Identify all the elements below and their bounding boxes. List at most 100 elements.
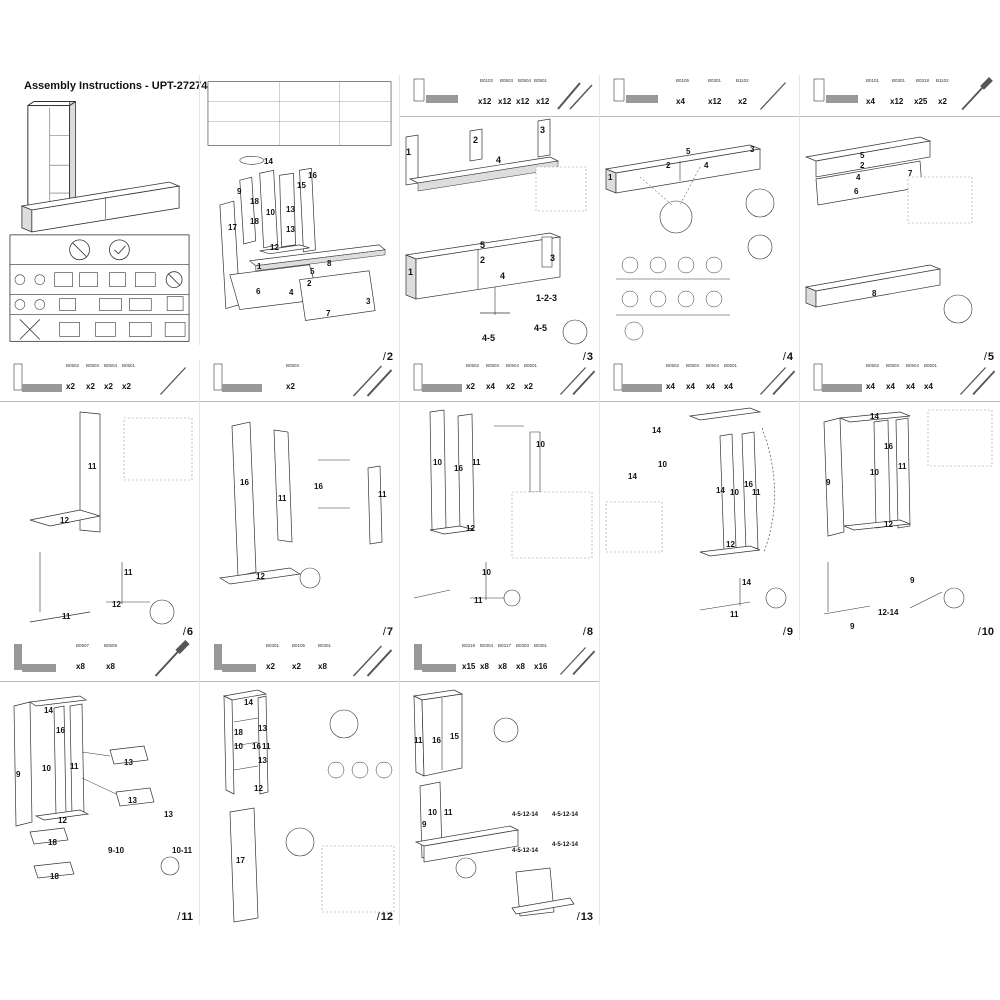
- hardware-count: x2: [286, 382, 295, 391]
- step-number: 9: [783, 626, 793, 638]
- hardware-count: x2: [266, 662, 275, 671]
- hardware-count: x4: [676, 97, 685, 106]
- part-label: 4: [289, 288, 294, 297]
- part-label: 10: [482, 568, 491, 577]
- step-panel-6: B0502 B0503 B0504 B0501 x2 x2 x2 x2 11 1…: [0, 360, 200, 640]
- hardware-code: B0301: [708, 78, 722, 83]
- part-label: 5: [310, 267, 315, 276]
- part-label: 9: [850, 622, 855, 631]
- part-label: 9-10: [108, 846, 125, 855]
- hardware-code: B0301: [266, 643, 280, 648]
- part-label: 5: [860, 151, 865, 160]
- hardware-code: B0503: [500, 78, 514, 83]
- part-label: 1: [257, 262, 262, 271]
- hardware-count: x4: [724, 382, 733, 391]
- part-label: 14: [742, 578, 751, 587]
- part-label: 3: [750, 145, 755, 154]
- part-label: 3: [550, 253, 556, 263]
- hardware-code: B0502: [666, 363, 680, 368]
- part-label: 5: [686, 147, 691, 156]
- part-label: 17: [228, 223, 237, 232]
- hardware-code: B0507: [76, 643, 90, 648]
- part-label: 12: [270, 243, 279, 252]
- hardware-count: x16: [534, 662, 548, 671]
- part-label: 16: [308, 171, 317, 180]
- part-label: 11: [752, 488, 761, 497]
- hammer-icon: [961, 77, 993, 111]
- hardware-code: B0318: [916, 78, 930, 83]
- hardware-count: x2: [524, 382, 533, 391]
- part-label: 18: [234, 728, 243, 737]
- hardware-code: B0304: [480, 643, 494, 648]
- part-label: 14: [652, 426, 661, 435]
- screwdriver-icon: [559, 367, 596, 396]
- hardware-count: x12: [516, 97, 530, 106]
- part-label: 11: [444, 808, 453, 817]
- part-label: 1: [408, 267, 414, 277]
- part-label: 18: [250, 217, 259, 226]
- part-label: 12: [884, 520, 893, 529]
- part-label: 12: [60, 516, 69, 525]
- step-number: 13: [577, 911, 593, 923]
- cabinet-thumb-icon: [413, 363, 462, 392]
- hardware-code: B0503: [86, 363, 100, 368]
- hardware-code: B0504: [506, 363, 520, 368]
- hardware-count: x4: [666, 382, 675, 391]
- part-label: 11: [262, 742, 271, 751]
- step-panel-5: B0101 B0301 B0318 B1102 x4 x12 x25 x2 5 …: [800, 75, 1000, 365]
- hardware-header: B0502 B0503 B0504 B0501 x2 x2 x2 x2: [0, 360, 199, 402]
- hardware-header: B0507 B0509 x8 x8: [0, 640, 199, 682]
- step-10-drawing: [823, 409, 993, 615]
- part-label: 16: [744, 480, 753, 489]
- hardware-code: B0503: [286, 363, 300, 368]
- step-panel-10: B0502 B0503 B0504 B0501 x4 x4 x4 x4 14 9…: [800, 360, 1000, 640]
- part-label: 8: [872, 289, 877, 298]
- part-label: 10: [428, 808, 437, 817]
- screwdriver-icon: [959, 367, 996, 396]
- part-label: 14: [244, 698, 253, 707]
- part-label: 16: [432, 736, 441, 745]
- hardware-code: B0504: [518, 78, 532, 83]
- part-label: 16: [454, 464, 463, 473]
- part-label: 4: [500, 271, 506, 281]
- hardware-count: x2: [506, 382, 515, 391]
- part-label: 12: [466, 524, 475, 533]
- step-2-drawing: [207, 81, 392, 321]
- cabinet-thumb-icon: [14, 644, 56, 672]
- hardware-code: B1102: [736, 78, 749, 83]
- hardware-count: x2: [122, 382, 131, 391]
- step-number: 6: [183, 626, 193, 638]
- step-12-drawing: [222, 689, 395, 923]
- step-13-drawing: [412, 689, 575, 917]
- part-label: 2: [307, 279, 312, 288]
- hardware-header: B0502 B0503 B0504 B0501 x4 x4 x4 x4: [800, 360, 1000, 402]
- part-label: 2: [666, 161, 671, 170]
- hardware-code: B0105: [676, 78, 690, 83]
- hardware-code: B0501: [524, 363, 538, 368]
- part-label: 13: [124, 758, 133, 767]
- part-label: 16: [314, 482, 323, 491]
- part-label: 4-5-12-14: [512, 848, 539, 854]
- step-number: 4: [783, 351, 793, 363]
- hardware-count: x4: [906, 382, 915, 391]
- hardware-code: B0509: [104, 643, 118, 648]
- part-label: 11: [62, 612, 71, 621]
- part-label: 18: [48, 838, 57, 847]
- hardware-code: B0501: [534, 78, 548, 83]
- part-label: 4: [496, 155, 502, 165]
- part-label: 4-5-12-14: [552, 812, 579, 818]
- part-label: 13: [258, 724, 267, 733]
- part-label: 13: [128, 796, 137, 805]
- hardware-code: B0105: [292, 643, 306, 648]
- hardware-count: x4: [486, 382, 495, 391]
- hardware-code: B0301: [892, 78, 906, 83]
- part-label: 9: [16, 770, 21, 779]
- part-label: 12: [726, 540, 735, 549]
- hardware-count: x4: [686, 382, 695, 391]
- hardware-count: x2: [104, 382, 113, 391]
- part-label: 17: [236, 856, 245, 865]
- hardware-count: x12: [890, 97, 904, 106]
- hardware-code: B0317: [498, 643, 512, 648]
- part-label: 6: [854, 187, 859, 196]
- step-panel-9: B0502 B0503 B0504 B0501 x4 x4 x4 x4 14 1…: [600, 360, 800, 640]
